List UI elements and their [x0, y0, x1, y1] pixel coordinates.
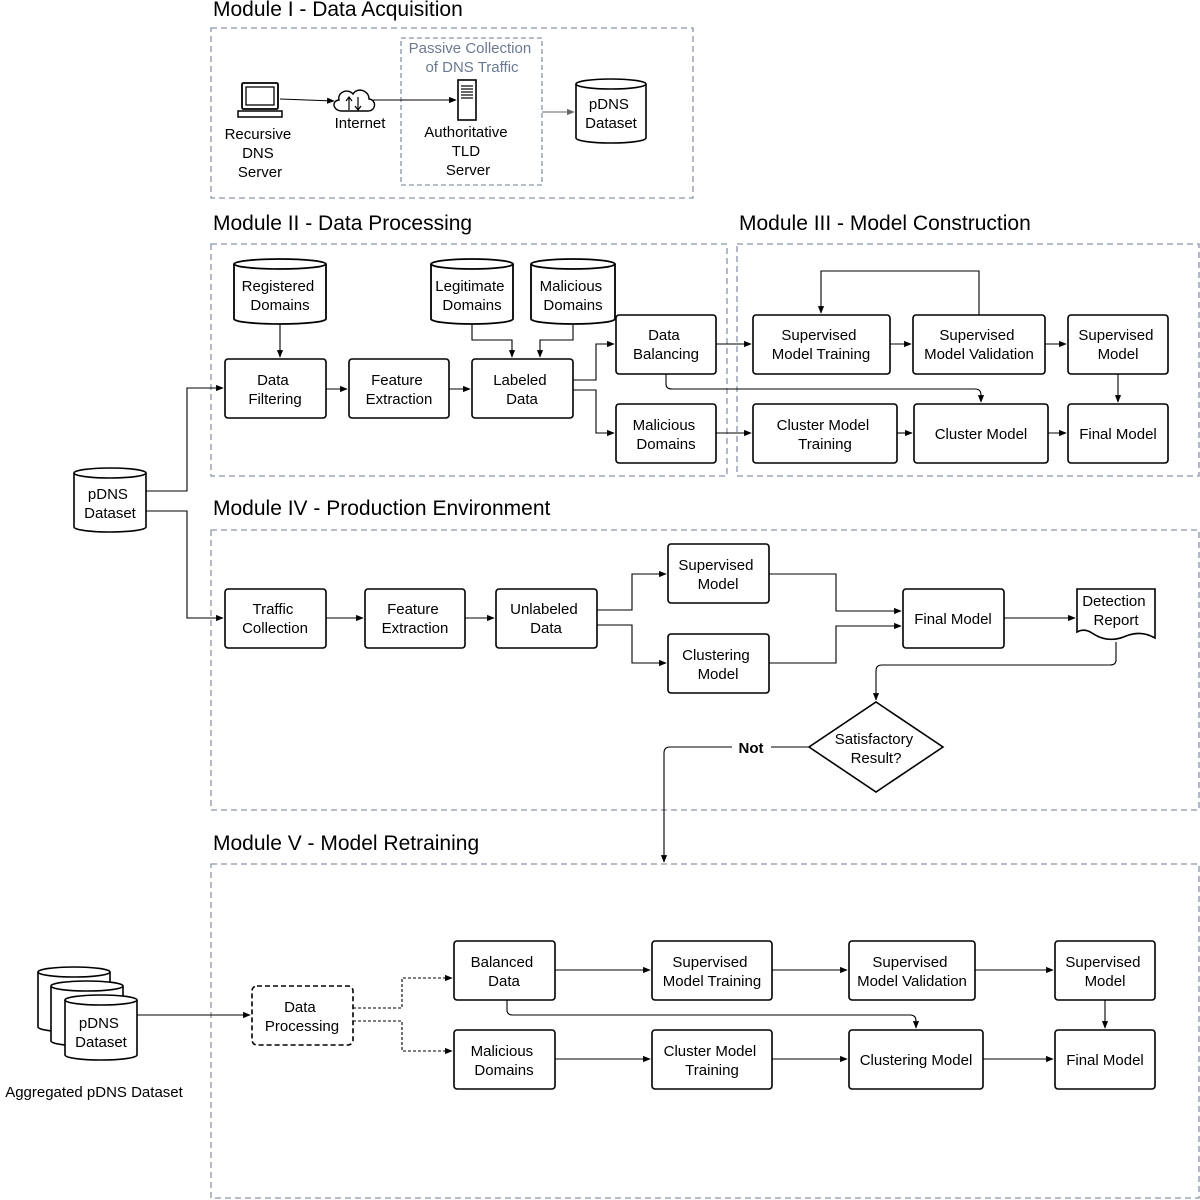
- sup-model-m3-box: [1067, 314, 1169, 375]
- data-filtering-label: Data Filtering: [248, 372, 301, 408]
- cluster-model-m3-label: Cluster Model: [935, 426, 1028, 443]
- sup-model-m5-label: Supervised Model: [1065, 954, 1144, 990]
- cluster-training-m5-label: Cluster Model Training: [664, 1043, 761, 1079]
- authoritative-tld-server-label: Authoritative TLD Server: [424, 124, 512, 179]
- detection-report-label: Detection Report: [1082, 593, 1150, 629]
- feature-extraction-m4-label: Feature Extraction: [382, 601, 449, 637]
- edge-labeled-to-balancing: [573, 340, 615, 381]
- cluster-training-m3-label: Cluster Model Training: [777, 417, 874, 453]
- satisfactory-decision-diamond: [807, 701, 945, 793]
- legitimate-domains-label: Legitimate Domains: [435, 278, 508, 314]
- registered-domains-cylinder: [233, 258, 327, 325]
- edge-report-to-decision: [872, 642, 1117, 701]
- legitimate-domains-cylinder: [430, 258, 514, 325]
- aggregated-pdns-dataset-stack: [37, 966, 138, 1061]
- edge-legitimate-to-labeled: [471, 325, 516, 358]
- module-5-title: Module V - Model Retraining: [213, 832, 479, 855]
- pdns-dataset-m1-cylinder: [575, 78, 647, 144]
- final-model-m4-label: Final Model: [914, 611, 992, 628]
- malicious-domains-db-label: Malicious Domains: [540, 278, 607, 314]
- edge-unlabeled-to-clustering: [597, 624, 667, 667]
- sup-validation-m5-label: Supervised Model Validation: [857, 954, 967, 990]
- satisfactory-decision-label: Satisfactory Result?: [835, 731, 918, 767]
- internet-label: Internet: [335, 115, 387, 132]
- sup-validation-m3-label: Supervised Model Validation: [924, 327, 1034, 363]
- sup-validation-m3-box: [912, 314, 1046, 375]
- edge-computer-to-internet: [279, 97, 335, 104]
- sup-training-m5-label: Supervised Model Training: [663, 954, 761, 990]
- traffic-collection-box: [224, 588, 327, 649]
- sup-model-m4-label: Supervised Model: [678, 557, 757, 593]
- edge-clustering-to-final-m4: [769, 622, 902, 664]
- unlabeled-data-label: Unlabeled Data: [510, 601, 582, 637]
- malicious-domains-m2-label: Malicious Domains: [633, 417, 700, 453]
- malicious-domains-cylinder: [530, 258, 616, 325]
- pdns-dataset-left-label: pDNS Dataset: [84, 486, 137, 522]
- server-icon: [457, 79, 477, 121]
- data-processing-box: [251, 985, 354, 1046]
- pdns-dataset-m1-label: pDNS Dataset: [585, 96, 638, 132]
- edge-processing-to-balanced: [353, 974, 453, 1009]
- edge-validation-feedback: [817, 270, 980, 315]
- data-balancing-label: Data Balancing: [633, 327, 699, 363]
- module-3-frame: [736, 243, 1200, 477]
- feature-extraction-m4-box: [364, 588, 466, 649]
- malicious-domains-m5-label: Malicious Domains: [471, 1043, 538, 1079]
- final-model-m5-label: Final Model: [1066, 1052, 1144, 1069]
- module-5-frame: [210, 863, 1200, 1199]
- feature-extraction-m2-label: Feature Extraction: [366, 372, 433, 408]
- module-3-title: Module III - Model Construction: [739, 212, 1031, 235]
- edge-balanced-to-clustering-m5: [506, 1000, 920, 1029]
- data-balancing-box: [615, 314, 717, 375]
- edge-processing-to-malicious: [353, 1020, 453, 1055]
- final-model-m3-label: Final Model: [1079, 426, 1157, 443]
- clustering-model-m5-label: Clustering Model: [860, 1052, 973, 1069]
- sup-model-m3-label: Supervised Model: [1078, 327, 1157, 363]
- not-label: Not: [739, 740, 764, 757]
- registered-domains-label: Registered Domains: [242, 278, 319, 314]
- module-1-frame: [210, 27, 694, 199]
- pdns-dataset-m5-label: pDNS Dataset: [75, 1015, 128, 1051]
- sup-training-m3-label: Supervised Model Training: [772, 327, 870, 363]
- edge-decision-not-to-retraining: [664, 746, 809, 862]
- recursive-dns-server-label: Recursive DNS Server: [225, 126, 296, 181]
- module-2-frame: [210, 243, 728, 477]
- edge-unlabeled-to-sup-model: [597, 570, 667, 611]
- pdns-dataset-left-cylinder: [73, 467, 147, 533]
- aggregated-pdns-label: Aggregated pDNS Dataset: [5, 1084, 183, 1101]
- edge-sup-model-to-final-m4: [769, 573, 902, 615]
- module-4-frame: [210, 529, 1200, 811]
- balanced-data-label: Balanced Data: [471, 954, 538, 990]
- data-processing-label: Data Processing: [265, 999, 339, 1035]
- final-model-m5-box: [1054, 1029, 1156, 1090]
- passive-collection-label: Passive Collection of DNS Traffic: [409, 40, 536, 76]
- detection-report-shape: [1076, 588, 1156, 641]
- module-2-title: Module II - Data Processing: [213, 212, 472, 235]
- clustering-model-m4-label: Clustering Model: [682, 647, 754, 683]
- sup-training-m3-box: [752, 314, 891, 375]
- traffic-collection-label: Traffic Collection: [242, 601, 308, 637]
- edge-labeled-to-malicious: [573, 389, 615, 437]
- cloud-icon: [333, 89, 376, 112]
- module-4-title: Module IV - Production Environment: [213, 497, 550, 520]
- unlabeled-data-box: [495, 588, 598, 649]
- module-1-title: Module I - Data Acquisition: [213, 0, 463, 21]
- edge-balancing-to-cluster-model: [665, 374, 985, 403]
- edge-pdns-to-traffic-collection: [146, 510, 224, 622]
- labeled-data-box: [471, 358, 574, 419]
- labeled-data-label: Labeled Data: [493, 372, 551, 408]
- edge-pdns-to-data-filtering: [146, 384, 224, 492]
- computer-icon: [237, 82, 283, 118]
- edge-malicious-db-to-labeled: [536, 325, 574, 358]
- final-model-m3-box: [1067, 403, 1169, 464]
